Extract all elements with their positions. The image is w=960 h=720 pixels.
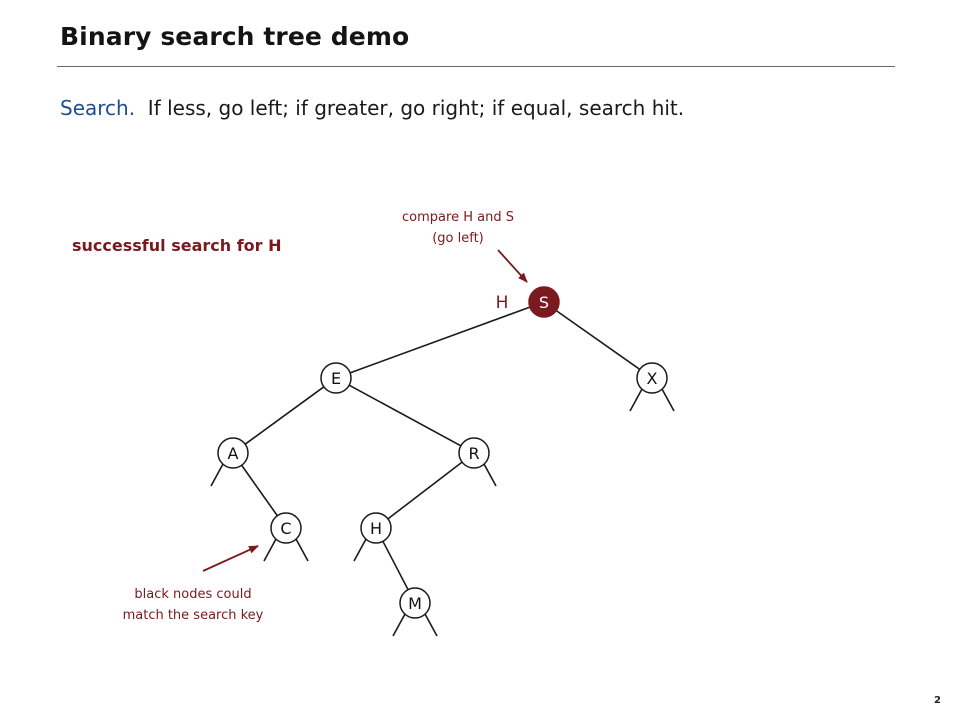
tree-edge-H-M bbox=[382, 540, 409, 591]
tree-node-M: M bbox=[399, 587, 431, 619]
search-key-label: H bbox=[496, 293, 509, 313]
black-nodes-annotation-line2: match the search key bbox=[122, 608, 264, 623]
node-circle bbox=[528, 286, 560, 318]
tree-edge-S-X bbox=[555, 309, 641, 371]
null-link-R-right bbox=[483, 463, 497, 487]
page-number: 2 bbox=[934, 695, 941, 706]
black-nodes-annotation: black nodes could match the search key bbox=[100, 584, 286, 626]
node-circle bbox=[270, 512, 302, 544]
node-circle bbox=[320, 362, 352, 394]
node-label: X bbox=[647, 369, 658, 388]
node-circle bbox=[217, 437, 249, 469]
null-link-C-right bbox=[295, 538, 309, 562]
node-circle bbox=[636, 362, 668, 394]
tree-node-H: H bbox=[360, 512, 392, 544]
compare-annotation: compare H and S (go left) bbox=[380, 207, 536, 249]
node-circle bbox=[458, 437, 490, 469]
node-label: C bbox=[280, 519, 291, 538]
node-circle bbox=[360, 512, 392, 544]
tree-edge-A-C bbox=[241, 464, 278, 517]
tree-node-E: E bbox=[320, 362, 352, 394]
slide-title: Binary search tree demo bbox=[60, 22, 410, 51]
null-link-C-left bbox=[263, 538, 277, 562]
node-label: A bbox=[228, 444, 239, 463]
search-description: Search. If less, go left; if greater, go… bbox=[60, 96, 684, 120]
tree-edges bbox=[241, 306, 641, 591]
diagram-caption: successful search for H bbox=[72, 236, 282, 255]
node-label: M bbox=[408, 594, 422, 613]
tree-node-S: S bbox=[528, 286, 560, 318]
null-link-A-left bbox=[210, 463, 224, 487]
node-label: S bbox=[539, 293, 549, 312]
tree-edge-E-R bbox=[348, 384, 462, 447]
black-nodes-annotation-line1: black nodes could bbox=[134, 587, 252, 602]
compare-annotation-line1: compare H and S bbox=[402, 210, 514, 225]
tree-node-C: C bbox=[270, 512, 302, 544]
node-label: H bbox=[370, 519, 382, 538]
null-links bbox=[210, 388, 675, 637]
title-divider bbox=[57, 66, 895, 67]
null-link-H-left bbox=[353, 538, 367, 562]
null-link-X-right bbox=[661, 388, 675, 412]
null-link-X-left bbox=[629, 388, 643, 412]
null-link-M-left bbox=[392, 613, 406, 637]
compare-arrow bbox=[497, 249, 528, 283]
tree-edge-S-E bbox=[349, 306, 531, 374]
tree-nodes: S E X A R C H M bbox=[217, 286, 668, 619]
search-rule-text: If less, go left; if greater, go right; … bbox=[135, 96, 685, 120]
compare-annotation-line2: (go left) bbox=[432, 231, 484, 246]
node-label: E bbox=[331, 369, 341, 388]
tree-node-A: A bbox=[217, 437, 249, 469]
tree-node-R: R bbox=[458, 437, 490, 469]
tree-edge-E-A bbox=[244, 386, 325, 445]
black-nodes-arrow bbox=[202, 545, 259, 572]
null-link-M-right bbox=[424, 613, 438, 637]
search-keyword: Search. bbox=[60, 96, 136, 120]
node-label: R bbox=[468, 444, 479, 463]
tree-edge-R-H bbox=[387, 461, 463, 520]
node-circle bbox=[399, 587, 431, 619]
tree-node-X: X bbox=[636, 362, 668, 394]
